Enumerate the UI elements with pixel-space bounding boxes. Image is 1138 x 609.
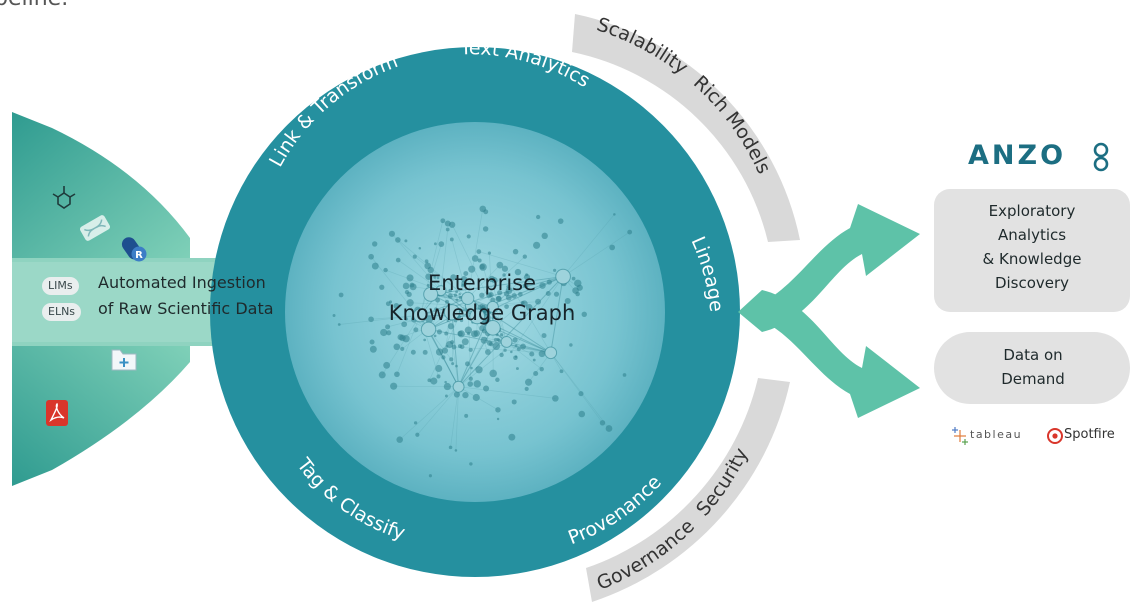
pdf-icon: [46, 400, 68, 426]
hub-title-line1: Enterprise: [427, 271, 537, 295]
hub-title: Enterprise Knowledge Graph: [332, 268, 632, 328]
svg-text:R: R: [135, 250, 143, 261]
exploratory-line3: & Knowledge: [982, 250, 1082, 268]
hub-title-line2: Knowledge Graph: [388, 301, 576, 325]
elns-tag: ELNs: [42, 303, 82, 321]
data-on-demand-line1: Data on: [1003, 346, 1063, 364]
exploratory-analytics-box: Exploratory Analytics & Knowledge Discov…: [934, 189, 1130, 312]
dna-icon: [79, 215, 111, 241]
link-icon: [1093, 142, 1109, 172]
spotfire-icon: [1047, 428, 1063, 444]
anzo-logo: ANZO: [968, 140, 1067, 171]
ingestion-label-line1: Automated Ingestion: [98, 273, 266, 292]
folder-plus-icon: [111, 349, 137, 371]
exploratory-line4: Discovery: [994, 274, 1070, 292]
ingestion-label-line2: of Raw Scientific Data: [98, 299, 274, 318]
lims-tag: LIMs: [42, 277, 79, 295]
network-graph: [332, 205, 633, 478]
upper-band: [572, 14, 800, 242]
lower-band: [586, 378, 790, 602]
exploratory-line1: Exploratory: [988, 202, 1076, 220]
header-fragment: peline.: [0, 0, 68, 11]
pill-r-icon: R: [121, 237, 147, 262]
tableau-icon: [952, 427, 968, 445]
data-on-demand-line2: Demand: [1001, 370, 1065, 388]
output-arrows: [738, 204, 920, 418]
data-on-demand-box: Data on Demand: [934, 332, 1130, 404]
tableau-brand: tableau: [970, 428, 1023, 441]
exploratory-line2: Analytics: [997, 226, 1067, 244]
molecule-icon: [52, 186, 76, 209]
spotfire-brand: Spotfire: [1064, 427, 1115, 442]
